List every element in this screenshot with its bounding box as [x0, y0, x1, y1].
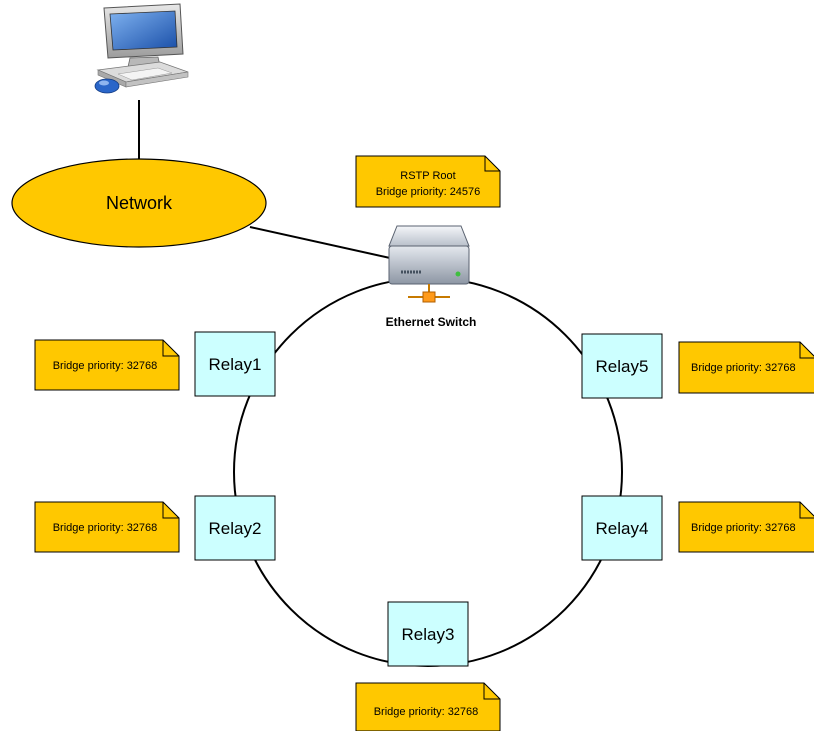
relay-node-3: Relay3 — [387, 601, 469, 667]
relay-node-2: Relay2 — [194, 495, 276, 561]
relay-node-4: Relay4 — [581, 495, 663, 561]
priority-note-text: Bridge priority: 32768 — [691, 522, 796, 534]
ethernet-switch-icon — [388, 225, 470, 303]
network-cloud: Network — [11, 158, 267, 248]
desktop-computer-icon — [94, 3, 189, 94]
relay-label: Relay2 — [209, 519, 262, 538]
network-label: Network — [106, 193, 173, 213]
relay-label: Relay1 — [209, 355, 262, 374]
priority-note-relay2: Bridge priority: 32768 — [34, 501, 180, 553]
relay-label: Relay3 — [402, 625, 455, 644]
relay-node-5: Relay5 — [581, 333, 663, 399]
priority-note-relay1: Bridge priority: 32768 — [34, 339, 180, 391]
relay-label: Relay4 — [596, 519, 649, 538]
root-note: RSTP Root Bridge priority: 24576 — [355, 155, 501, 208]
priority-note-relay3: Bridge priority: 32768 — [355, 682, 501, 731]
priority-note-text: Bridge priority: 32768 — [374, 706, 479, 718]
network-switch-link — [249, 226, 391, 259]
priority-note-relay5: Bridge priority: 32768 — [678, 341, 814, 394]
priority-note-text: Bridge priority: 32768 — [53, 522, 158, 534]
switch-label: Ethernet Switch — [386, 315, 477, 329]
priority-note-text: Bridge priority: 32768 — [53, 360, 158, 372]
root-note-priority: Bridge priority: 24576 — [376, 186, 481, 198]
priority-note-text: Bridge priority: 32768 — [691, 362, 796, 374]
priority-note-relay4: Bridge priority: 32768 — [678, 501, 814, 553]
relay-label: Relay5 — [596, 357, 649, 376]
root-note-title: RSTP Root — [400, 170, 455, 182]
relay-node-1: Relay1 — [194, 331, 276, 397]
